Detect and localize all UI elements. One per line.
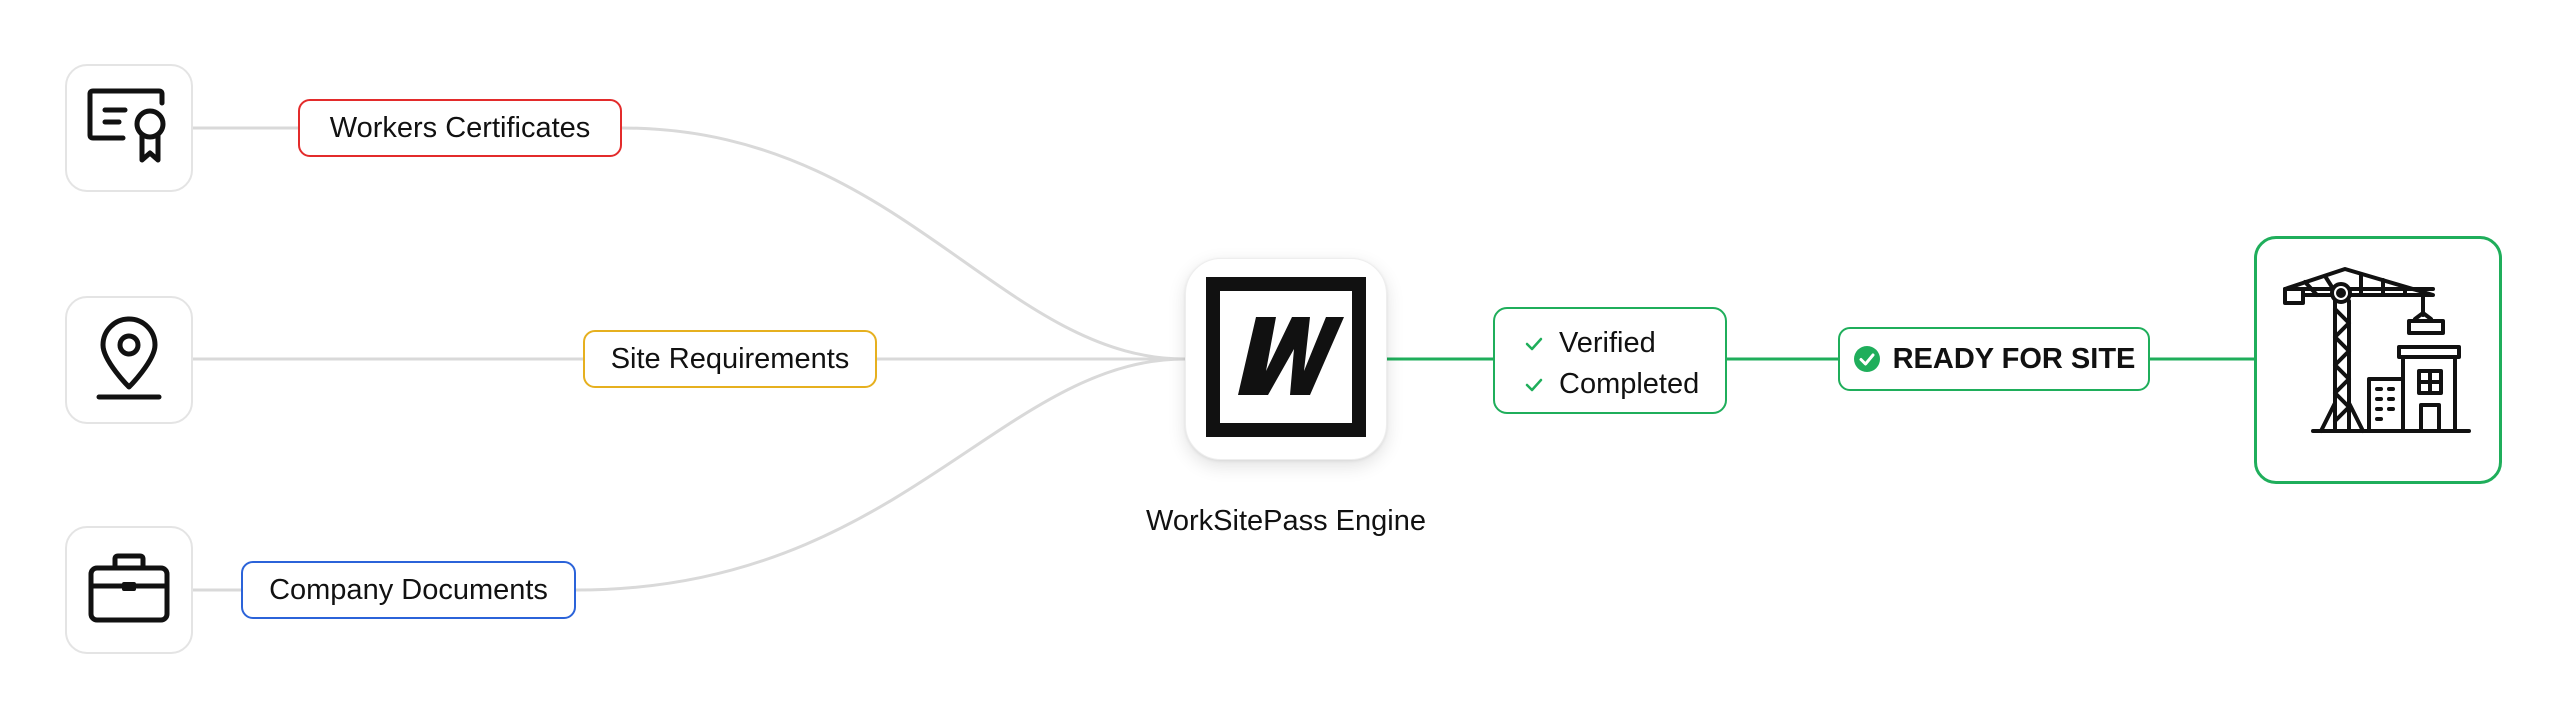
construction-site-icon bbox=[2283, 263, 2473, 458]
worksitepass-logo bbox=[1206, 276, 1366, 442]
engine-tile bbox=[1185, 258, 1387, 460]
site-requirements-tile bbox=[65, 296, 193, 424]
status-item-completed: Completed bbox=[1525, 364, 1725, 405]
company-documents-text: Company Documents bbox=[269, 573, 548, 606]
site-requirements-label: Site Requirements bbox=[583, 330, 877, 388]
status-item-verified: Verified bbox=[1525, 323, 1725, 364]
connector-documents-engine bbox=[575, 357, 1186, 592]
certificate-icon bbox=[87, 88, 171, 169]
certificates-tile bbox=[65, 64, 193, 192]
workers-certificates-label: Workers Certificates bbox=[298, 99, 622, 157]
company-documents-label: Company Documents bbox=[241, 561, 576, 619]
location-pin-icon bbox=[93, 315, 165, 406]
checkmark-icon bbox=[1525, 378, 1547, 392]
status-box: Verified Completed bbox=[1493, 307, 1727, 414]
checkmark-icon bbox=[1525, 337, 1547, 351]
status-item-label: Verified bbox=[1559, 327, 1656, 359]
company-documents-tile bbox=[65, 526, 193, 654]
status-item-label: Completed bbox=[1559, 368, 1700, 400]
site-requirements-text: Site Requirements bbox=[610, 342, 850, 375]
connector-certificates-engine bbox=[621, 126, 1186, 361]
ready-for-site-badge: READY FOR SITE bbox=[1838, 327, 2150, 391]
engine-label: WorkSitePass Engine bbox=[1146, 505, 1426, 537]
check-circle-icon bbox=[1853, 345, 1881, 373]
construction-site-tile bbox=[2254, 236, 2502, 484]
briefcase-icon bbox=[87, 552, 171, 629]
ready-for-site-text: READY FOR SITE bbox=[1892, 342, 2136, 375]
workers-certificates-text: Workers Certificates bbox=[329, 111, 591, 144]
